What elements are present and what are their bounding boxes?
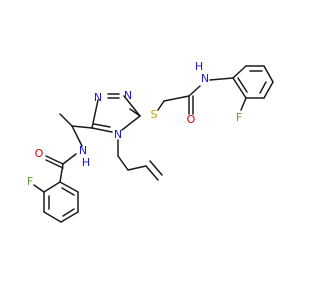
bond	[149, 160, 163, 176]
bond	[145, 165, 159, 181]
bond	[62, 153, 77, 165]
bond	[91, 127, 113, 133]
bond	[127, 165, 147, 171]
bond	[237, 77, 248, 93]
bond	[45, 155, 64, 165]
bond	[117, 155, 129, 171]
molecule-structure-diagram: N N N S N H O F O N H F	[27, 60, 274, 223]
atom-n-triazole-2: N	[124, 89, 132, 102]
atom-f-top: F	[236, 111, 242, 124]
bond	[61, 187, 75, 196]
bond	[62, 208, 75, 217]
bond	[123, 95, 141, 117]
bond	[71, 125, 93, 129]
bond	[45, 159, 64, 169]
atom-n-benzamide: N	[79, 144, 87, 157]
bond	[157, 100, 165, 111]
atom-h-anilide: H	[195, 60, 203, 73]
atom-o-benzamide: O	[35, 147, 44, 160]
atom-o-anilide: O	[187, 113, 196, 126]
bond	[59, 181, 79, 193]
bond	[263, 65, 274, 83]
bond	[259, 81, 267, 94]
atom-n-anilide: N	[201, 72, 209, 85]
bond	[43, 211, 62, 223]
bond	[209, 77, 234, 81]
bond	[59, 113, 73, 127]
bond	[232, 77, 247, 99]
bond	[91, 99, 99, 129]
bond	[71, 125, 83, 147]
bond	[188, 85, 201, 97]
bond	[129, 108, 141, 117]
bond	[60, 211, 79, 223]
atom-n-triazole-1: N	[94, 91, 102, 104]
bond	[263, 81, 274, 99]
bond	[121, 115, 141, 131]
bond	[43, 181, 61, 193]
bond	[59, 163, 64, 183]
bond	[93, 123, 111, 128]
atom-labels: N N N S N H O F O N H F	[27, 60, 242, 188]
atom-n-triazole-4: N	[114, 128, 122, 141]
bond	[33, 184, 45, 193]
atom-sulfur: S	[151, 108, 158, 121]
bonds	[33, 65, 274, 223]
bond	[163, 95, 190, 102]
atom-h-benzamide: H	[82, 156, 90, 169]
bond	[232, 65, 247, 79]
atom-f-bottom: F	[27, 175, 33, 188]
bond	[240, 97, 247, 111]
